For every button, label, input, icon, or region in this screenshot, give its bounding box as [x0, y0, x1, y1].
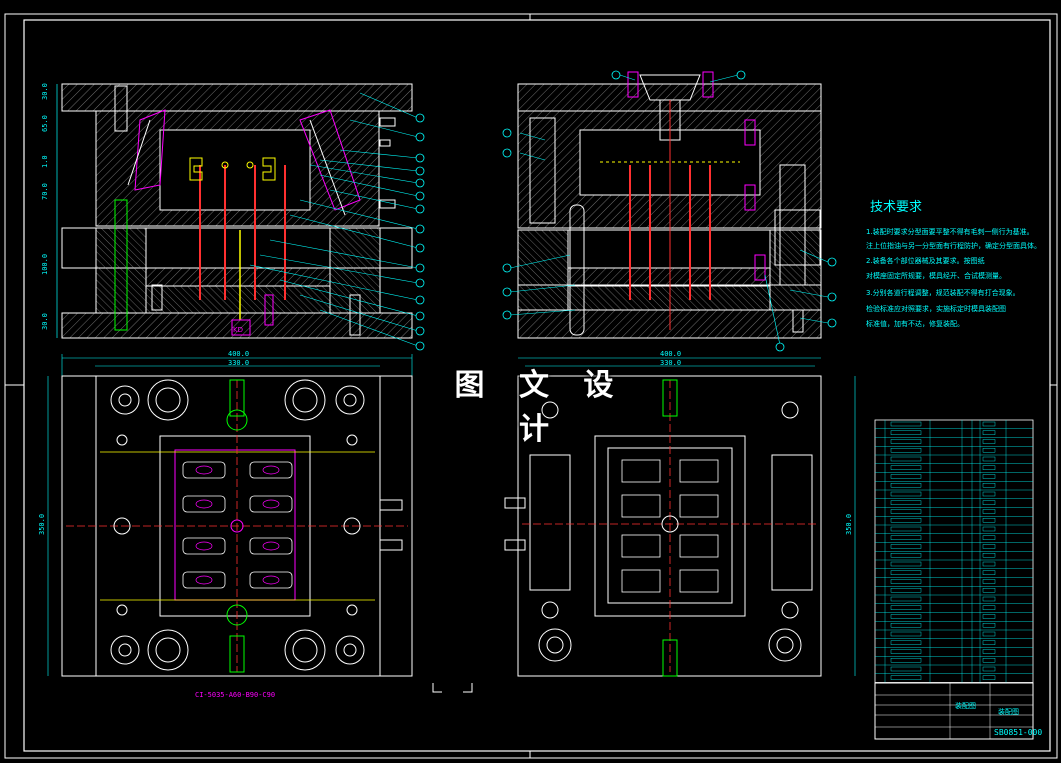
- section-marker: [432, 683, 473, 693]
- tech-line: 检验标准应对照要求，实施标定时模具装配图: [866, 305, 1006, 313]
- part-ref-label: CI-5035-A60-B90-C90: [195, 691, 275, 699]
- tech-line: 对模座固定所规要，模具经开、合试模测量。: [866, 272, 1006, 280]
- dim-label: 30.0: [41, 83, 49, 100]
- section-view-right: [502, 70, 837, 352]
- tech-line: 2.装备各个部位器械及其要求。按图纸: [866, 257, 985, 265]
- kd-label: KD: [233, 326, 243, 334]
- watermark: 图 文 设 计: [454, 368, 626, 447]
- outer-frame: [4, 13, 1058, 759]
- title-block: 装配图 装配图 SB0851-000: [874, 682, 1042, 740]
- tech-line: 注上位指油与另一分型面有行程防护，确定分型面具体。: [866, 242, 1041, 250]
- dim-label: 1.0: [41, 155, 49, 168]
- plan-view-left: [47, 354, 413, 677]
- dim-height-right: 350.0: [845, 514, 853, 535]
- dim-330-right: 330.0: [660, 359, 681, 367]
- dim-label: 30.0: [41, 313, 49, 330]
- dim-330-left: 330.0: [228, 359, 249, 367]
- dim-label: 65.0: [41, 115, 49, 132]
- tech-line: 3.分别各道行程调整，规范装配不得有打合现象。: [866, 289, 1020, 297]
- tech-requirements-title: 技术要求: [870, 200, 923, 215]
- dim-400-left: 400.0: [228, 350, 249, 358]
- plan-view-right: [504, 357, 856, 677]
- tech-line: 1.装配时要求分型面要平整不得有毛刺一侧行为基准。: [866, 228, 1034, 236]
- dim-label: 70.0: [41, 183, 49, 200]
- dim-400-right: 400.0: [660, 350, 681, 358]
- dim-label: 100.0: [41, 254, 49, 275]
- tech-line: 标准值，加有不达，修复装配。: [866, 320, 964, 328]
- section-view-left: [56, 83, 425, 351]
- left-dim-labels: 30.0 65.0 1.0 70.0 100.0 30.0: [41, 83, 49, 330]
- title-block-name-2: 装配图: [998, 707, 1019, 716]
- drawing-number: SB0851-000: [994, 728, 1042, 737]
- dim-height-left: 350.0: [38, 514, 46, 535]
- title-block-name: 装配图: [955, 701, 976, 710]
- bom-table: [874, 419, 1034, 683]
